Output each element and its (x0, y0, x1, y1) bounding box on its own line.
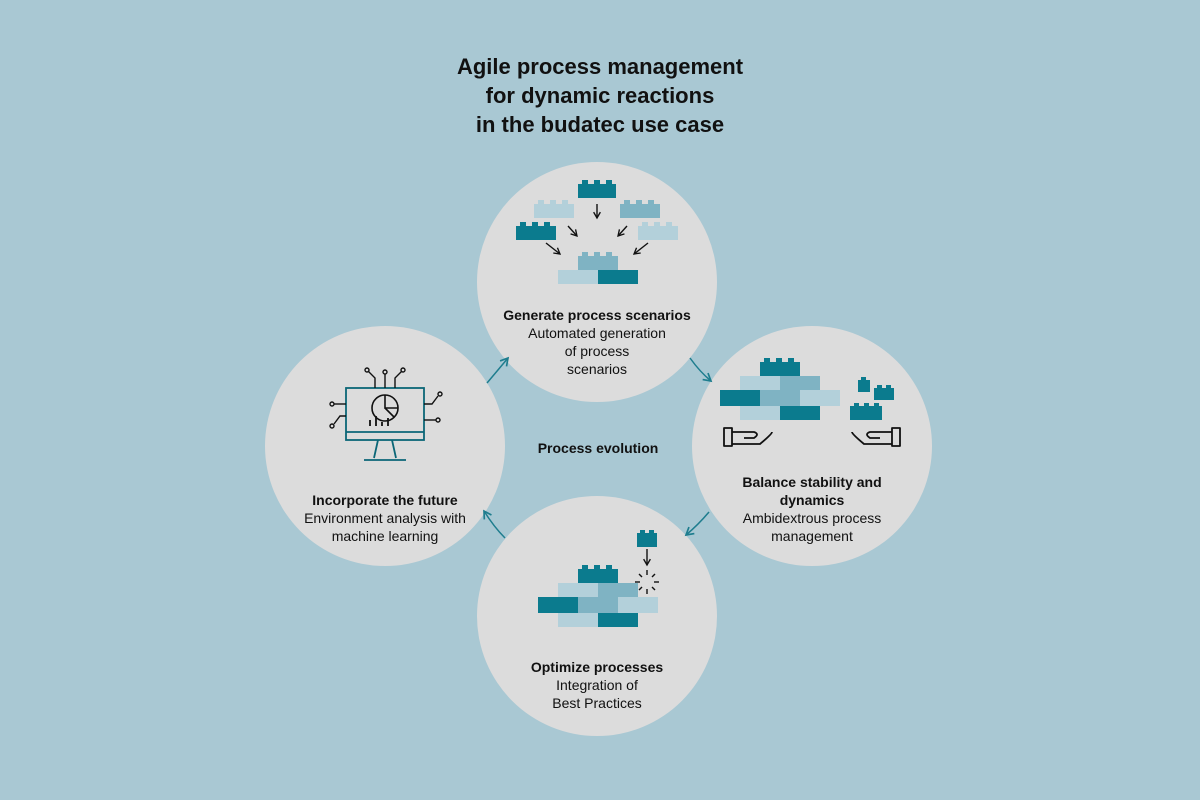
step-line: Environment analysis with (304, 510, 466, 526)
title-line-1: Agile process management (456, 54, 744, 79)
brick (578, 180, 616, 198)
cycle-arrow-2 (684, 511, 710, 537)
step-heading: Generate process scenarios (503, 307, 691, 323)
hand-left-icon (723, 427, 773, 447)
brick-insert-icon (538, 530, 659, 627)
brick (638, 222, 678, 240)
monitor-analytics-icon (329, 367, 443, 461)
step-line: Automated generation (528, 325, 666, 341)
step-line: Ambidextrous process (742, 510, 882, 526)
step-heading: Incorporate the future (312, 492, 458, 508)
brick (620, 200, 660, 218)
bricks-merge-icon (516, 180, 678, 284)
brick (578, 252, 618, 270)
step-balance: Balance stability and dynamics Ambidextr… (692, 473, 932, 545)
step-line: of process (564, 343, 630, 359)
step-heading: Balance stability and (742, 474, 882, 490)
hand-right-icon (851, 427, 901, 447)
step-line: Integration of (556, 677, 638, 693)
title-line-2: for dynamic reactions (485, 83, 715, 108)
step-future: Incorporate the future Environment analy… (265, 491, 505, 545)
cycle-arrow-1 (689, 357, 713, 383)
step-generate: Generate process scenarios Automated gen… (477, 306, 717, 378)
step-heading: Optimize processes (530, 659, 664, 675)
circle-future (265, 326, 505, 566)
step-line: scenarios (567, 361, 627, 377)
brick (516, 222, 556, 240)
hands-bricks-icon (720, 358, 901, 447)
step-line: machine learning (331, 528, 439, 544)
brick (534, 200, 574, 218)
cycle-arrow-3 (483, 509, 506, 539)
step-line: Best Practices (552, 695, 642, 711)
title-line-3: in the budatec use case (475, 112, 725, 137)
step-line: management (771, 528, 853, 544)
step-heading: dynamics (779, 492, 845, 508)
step-optimize: Optimize processes Integration of Best P… (477, 658, 717, 712)
cycle-arrow-4 (486, 356, 510, 384)
center-label: Process evolution (537, 440, 659, 456)
page-title: Agile process management for dynamic rea… (0, 52, 1200, 139)
